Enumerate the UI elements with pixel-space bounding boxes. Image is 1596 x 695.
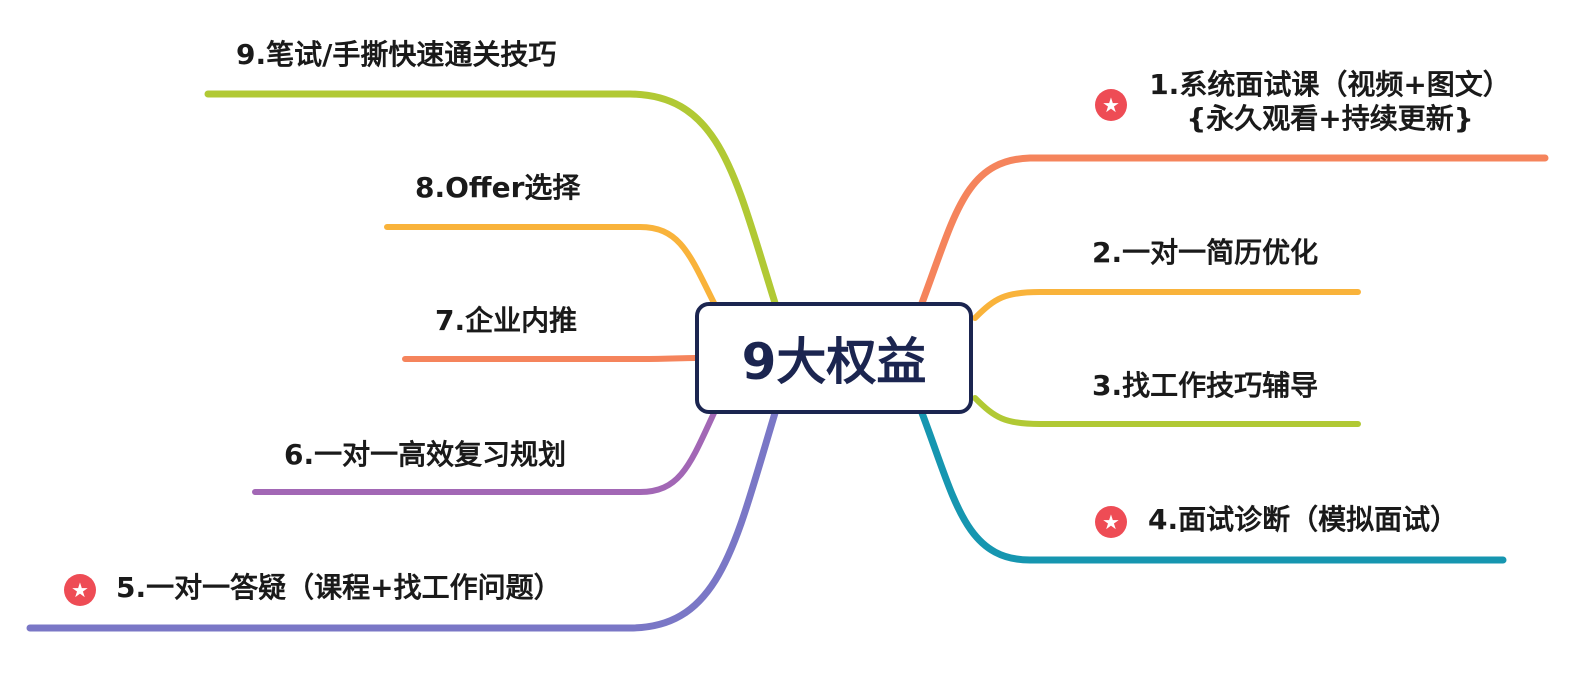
center-node: 9大权益 — [695, 302, 973, 414]
connector-branch-1 — [918, 154, 1549, 307]
star-icon: ★ — [64, 574, 96, 606]
connector-branch-6 — [252, 410, 717, 495]
connector-branch-3 — [972, 395, 1361, 427]
connector-branch-5 — [26, 409, 779, 632]
branch-1-label: 1.系统面试课（视频+图文） {永久观看+持续更新} — [1140, 68, 1520, 135]
connector-branch-2 — [972, 289, 1361, 321]
branch-5-label: 5.一对一答疑（课程+找工作问题） — [116, 571, 562, 604]
branch-4-label: 4.面试诊断（模拟面试） — [1148, 503, 1459, 536]
branch-9-label: 9.笔试/手撕快速通关技巧 — [236, 38, 557, 71]
center-title: 9大权益 — [741, 333, 927, 391]
branch-3-label: 3.找工作技巧辅导 — [1092, 369, 1319, 402]
branch-6-label: 6.一对一高效复习规划 — [284, 438, 567, 471]
branch-2-label: 2.一对一简历优化 — [1092, 236, 1319, 269]
star-icon: ★ — [1095, 506, 1127, 538]
branch-1-subtitle: {永久观看+持续更新} — [1186, 101, 1474, 135]
connector-branch-9 — [204, 90, 779, 307]
star-icon: ★ — [1095, 89, 1127, 121]
connector-branch-7 — [402, 355, 698, 362]
branch-8-label: 8.Offer选择 — [415, 171, 581, 204]
connector-branch-4 — [918, 409, 1507, 564]
branch-1-title: 1.系统面试课（视频+图文） — [1149, 68, 1511, 101]
branch-7-label: 7.企业内推 — [435, 304, 578, 337]
connector-branch-8 — [384, 224, 717, 306]
